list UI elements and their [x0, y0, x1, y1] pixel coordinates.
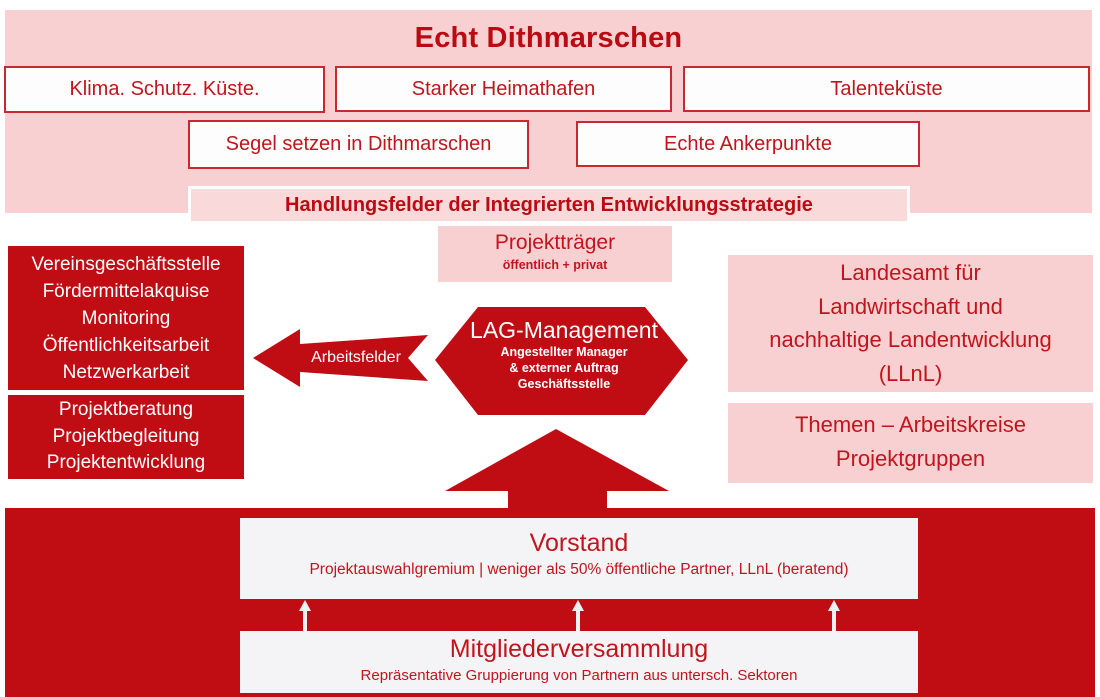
task-line: Projektentwicklung	[46, 452, 206, 473]
office-tasks-box: Vereinsgeschäftsstelle Fördermittelakqui…	[8, 246, 244, 390]
themen-arbeitskreise-box: Themen – Arbeitskreise Projektgruppen	[728, 403, 1093, 483]
strategy-field-talentekueste: Talenteküste	[683, 66, 1090, 112]
lag-subtitle-line: Angestellter Manager	[500, 345, 628, 359]
vorstand-subtitle: Projektauswahlgremium | weniger als 50% …	[309, 561, 849, 578]
mitgliederversammlung-subtitle: Repräsentative Gruppierung von Partnern …	[360, 667, 798, 684]
up-arrow-icon	[828, 600, 840, 631]
landesamt-line: Landwirtschaft und	[818, 293, 1003, 319]
project-tasks-box: Projektberatung Projektbegleitung Projek…	[8, 395, 244, 479]
handlungsfelder-banner: Handlungsfelder der Integrierten Entwick…	[188, 186, 910, 224]
page-title: Echt Dithmarschen	[414, 22, 683, 54]
strategy-field-segel: Segel setzen in Dithmarschen	[188, 120, 529, 169]
mitgliederversammlung-title: Mitgliederversammlung	[449, 635, 709, 663]
landesamt-line: (LLnL)	[878, 360, 943, 386]
vorstand-box: Vorstand Projektauswahlgremium | weniger…	[240, 518, 918, 599]
strategy-field-label: Segel setzen in Dithmarschen	[225, 133, 492, 155]
task-line: Fördermittelakquise	[42, 281, 210, 302]
up-arrow-icon	[299, 600, 311, 631]
landesamt-box: Landesamt für Landwirtschaft und nachhal…	[728, 255, 1093, 392]
projekttraeger-box: Projektträger öffentlich + privat	[438, 226, 672, 282]
lag-subtitle-line: Geschäftsstelle	[517, 377, 611, 391]
lag-hexagon	[435, 307, 688, 415]
task-line: Monitoring	[81, 308, 171, 329]
task-line: Vereinsgeschäftsstelle	[31, 254, 221, 275]
themen-line: Projektgruppen	[835, 446, 986, 471]
mitgliederversammlung-box: Mitgliederversammlung Repräsentative Gru…	[240, 631, 918, 693]
arbeitsfelder-arrow-label: Arbeitsfelder	[311, 349, 401, 366]
landesamt-line: nachhaltige Landentwicklung	[769, 327, 1052, 352]
task-line: Projektbegleitung	[52, 425, 200, 447]
lag-management-text: LAG-Management Angestellter Manager & ex…	[435, 316, 693, 392]
strategy-field-label: Klima. Schutz. Küste.	[69, 78, 260, 100]
strategy-field-label: Echte Ankerpunkte	[664, 132, 832, 155]
strategy-field-heimathafen: Starker Heimathafen	[335, 66, 672, 112]
up-arrow-icon	[572, 600, 584, 631]
task-line: Öffentlichkeitsarbeit	[42, 335, 210, 356]
strategy-field-label: Starker Heimathafen	[411, 77, 596, 100]
strategy-field-ankerpunkte: Echte Ankerpunkte	[576, 121, 920, 167]
vorstand-to-lag-arrow	[445, 429, 669, 512]
banner-label: Handlungsfelder der Integrierten Entwick…	[285, 193, 813, 216]
strategy-field-label: Talenteküste	[830, 77, 943, 100]
lag-subtitle-line: & externer Auftrag	[509, 361, 619, 375]
task-line: Projektberatung	[58, 399, 194, 420]
lag-management-title: LAG-Management	[470, 317, 658, 343]
task-line: Netzwerkarbeit	[62, 362, 190, 383]
landesamt-line: Landesamt für	[840, 260, 981, 285]
strategy-field-klima: Klima. Schutz. Küste.	[4, 66, 325, 113]
themen-line: Themen – Arbeitskreise	[794, 412, 1027, 437]
arbeitsfelder-arrow	[253, 329, 428, 387]
projekttraeger-subtitle: öffentlich + privat	[502, 258, 608, 272]
vorstand-title: Vorstand	[529, 529, 629, 557]
projekttraeger-title: Projektträger	[494, 231, 616, 254]
